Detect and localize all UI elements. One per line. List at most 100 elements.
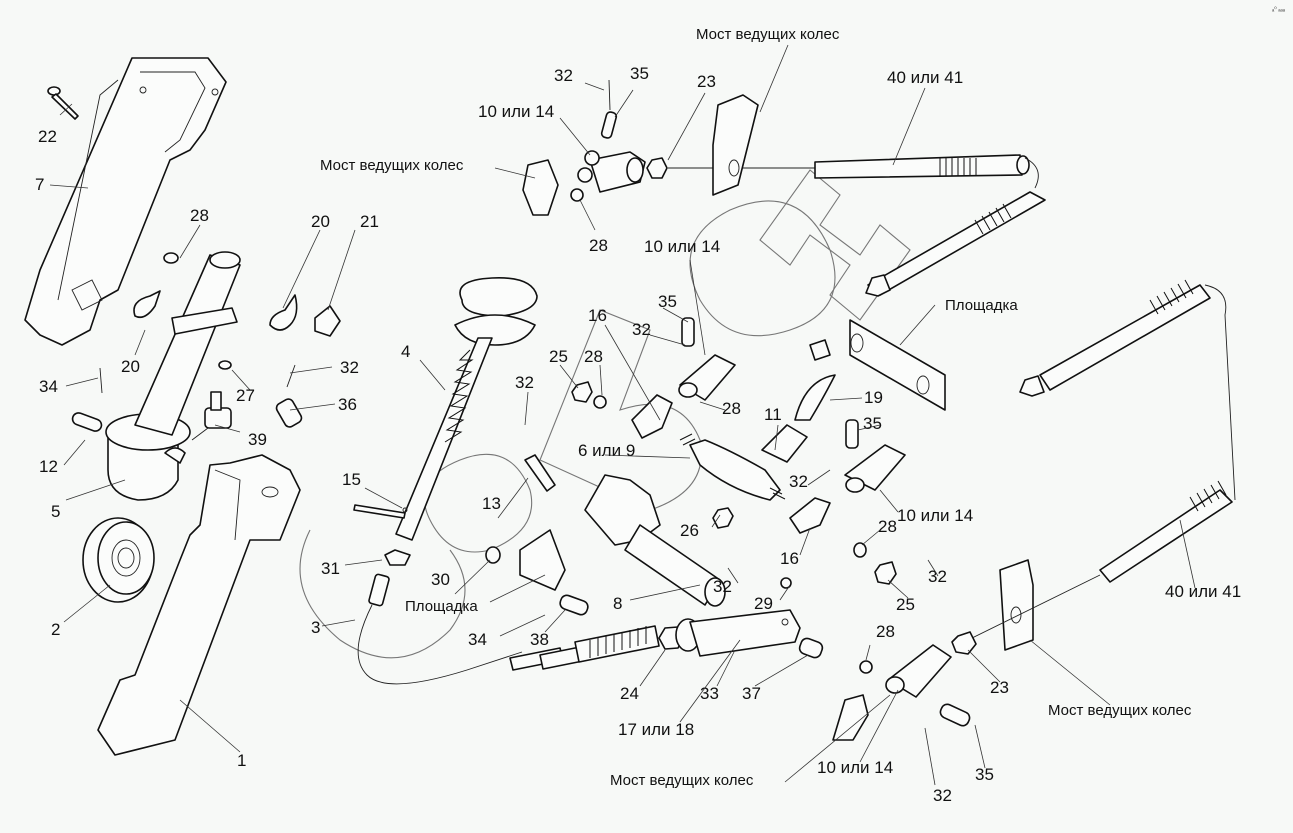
callout-5: 5 [51,502,61,521]
callout-28-top: 28 [589,236,608,255]
callout-32: 32 [340,358,359,377]
callout-23-lower: 23 [990,678,1009,697]
part-25-nut [571,381,593,403]
part-28-washer-lowest [859,660,873,674]
caption-axle-bottom: Мост ведущих колес [610,772,754,789]
part-19-spring [794,374,836,421]
callout-35-right: 35 [863,414,882,433]
callout-10-14-mid: 10 или 14 [644,237,721,256]
part-36-pin [275,398,303,428]
callout-23-top: 23 [697,72,716,91]
part-35-pin-right [845,419,859,449]
callout-25-mid: 25 [549,347,568,366]
callout-32-mid: 32 [632,320,651,339]
callout-21: 21 [360,212,379,231]
callout-27: 27 [236,386,255,405]
part-16-clamp-lower [789,497,831,534]
part-37-pin [798,637,824,659]
part-19-spring-plate [809,339,831,361]
axle-bracket-lower [999,559,1034,651]
callout-16-lower: 16 [780,549,799,568]
caption-axle-top: Мост ведущих колес [696,26,840,43]
part-17-18-fork [675,609,801,657]
callout-15: 15 [342,470,361,489]
part-16-clamp [631,394,673,439]
callout-10-14-lower: 10 или 14 [817,758,894,777]
top-axle-assembly [522,79,815,216]
callout-31: 31 [321,559,340,578]
callout-24: 24 [620,684,639,703]
part-38-pin [559,594,589,616]
part-10-14-clevis-middle [678,354,736,401]
callout-25-lower: 25 [896,595,915,614]
part-4-handle-rod [395,277,538,541]
callout-32-right-lower: 32 [928,567,947,586]
part-26-nut [712,507,734,529]
callout-35-lower: 35 [975,765,994,784]
callout-1: 1 [237,751,247,770]
callout-12: 12 [39,457,58,476]
part-3-cable [357,573,660,685]
callout-36: 36 [338,395,357,414]
callout-13: 13 [482,494,501,513]
part-35-pin-lowest [939,703,971,727]
part-12-pin [71,412,103,432]
callout-4: 4 [401,342,411,361]
part-28-washer-lower [853,542,867,558]
part-8-shaft [584,474,726,607]
part-1-lever [97,454,301,756]
part-6-9-link [679,433,786,501]
caption-platform-right: Площадка [945,297,1018,314]
callout-28-mid: 28 [584,347,603,366]
callout-39: 39 [248,430,267,449]
connecting-line [967,574,1101,641]
part-10-14-clevis-right [844,444,906,493]
callout-32-right: 32 [789,472,808,491]
callout-29: 29 [754,594,773,613]
part-32-cotter [286,364,296,388]
caption-axle-top-left: Мост ведущих колес [320,157,464,174]
callout-19: 19 [864,388,883,407]
part-20-tab [133,290,161,319]
callout-28-lowest: 28 [876,622,895,641]
callout-32-mid-left: 32 [515,373,534,392]
callout-35-top: 35 [630,64,649,83]
part-40-41-rod-lower [1019,279,1236,583]
callout-3: 3 [311,618,321,637]
part-28-washer-mid [593,395,607,409]
part-30-washer [485,546,501,564]
part-11-plate [761,424,808,463]
callout-17-18: 17 или 18 [618,720,695,739]
callout-35-mid: 35 [658,292,677,311]
callout-10-14-right: 10 или 14 [897,506,974,525]
callout-30: 30 [431,570,450,589]
callout-20-lower: 20 [121,357,140,376]
part-31-retainer [384,549,411,566]
callout-38: 38 [530,630,549,649]
part-23-nut [951,631,977,655]
part-21-plate [314,305,341,337]
callout-34-lower: 34 [468,630,487,649]
callout-26: 26 [680,521,699,540]
axle-lever-lower [832,694,869,741]
part-5-column [105,251,241,501]
part-25-nut-lower [874,561,897,585]
part-35-pin [681,317,695,347]
callout-40-41-lower: 40 или 41 [1165,582,1242,601]
part-27-washer [218,360,232,370]
callout-40-41-top: 40 или 41 [887,68,964,87]
callout-6-9: 6 или 9 [578,441,636,460]
callout-11: 11 [764,405,782,424]
part-28-washer [163,252,179,264]
part-7-bracket [24,57,227,346]
callout-33: 33 [700,684,719,703]
callout-28-mid-right: 28 [722,399,741,418]
part-22-bolt [47,86,79,120]
callout-2: 2 [51,620,61,639]
callout-22: 22 [38,127,57,146]
part-39-switch [191,391,232,441]
callout-34: 34 [39,377,58,396]
leader-lines [49,44,936,753]
